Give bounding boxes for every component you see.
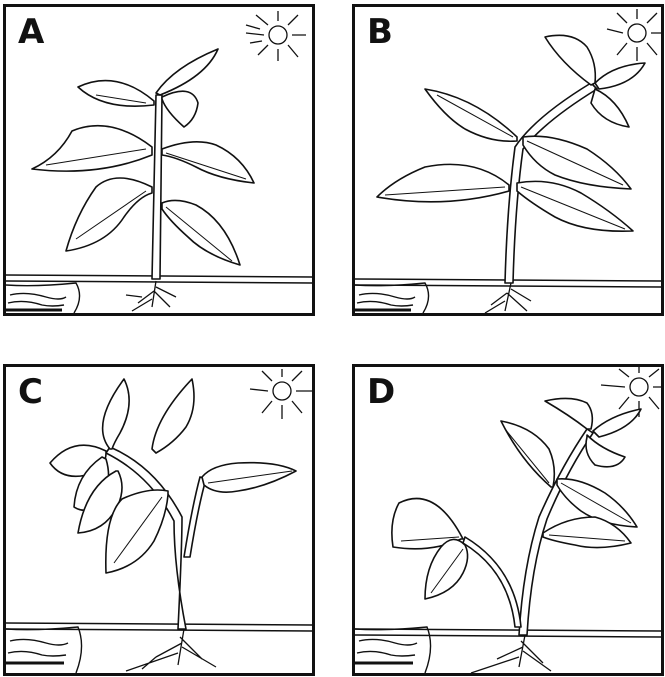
panel-c: C (3, 364, 315, 676)
sun-icon (250, 369, 312, 419)
panel-label-d: D (367, 375, 395, 409)
panel-b: B (352, 4, 664, 316)
roots-icon (485, 283, 531, 313)
roots-icon (126, 629, 216, 671)
plant-icon (377, 35, 645, 283)
soil-line (355, 629, 661, 637)
plant-scene-b (355, 7, 661, 313)
panel-label-a: A (18, 15, 44, 49)
water-icon (355, 627, 431, 673)
panel-label-b: B (367, 15, 393, 49)
panel-a: A (3, 4, 315, 316)
roots-icon (471, 635, 551, 673)
panel-label-c: C (18, 375, 43, 409)
plant-scene-d (355, 367, 661, 673)
sun-icon (607, 9, 661, 61)
water-icon (6, 283, 80, 313)
plant-icon (32, 49, 254, 279)
roots-icon (126, 281, 176, 311)
panel-d: D (352, 364, 664, 676)
water-icon (6, 627, 82, 673)
plant-icon (392, 398, 641, 635)
plant-scene-a (6, 7, 312, 313)
plant-icon (50, 379, 296, 629)
sun-icon (246, 11, 306, 61)
soil-line (6, 623, 312, 631)
water-icon (355, 283, 429, 313)
sun-icon (601, 367, 661, 417)
plant-scene-c (6, 367, 312, 673)
